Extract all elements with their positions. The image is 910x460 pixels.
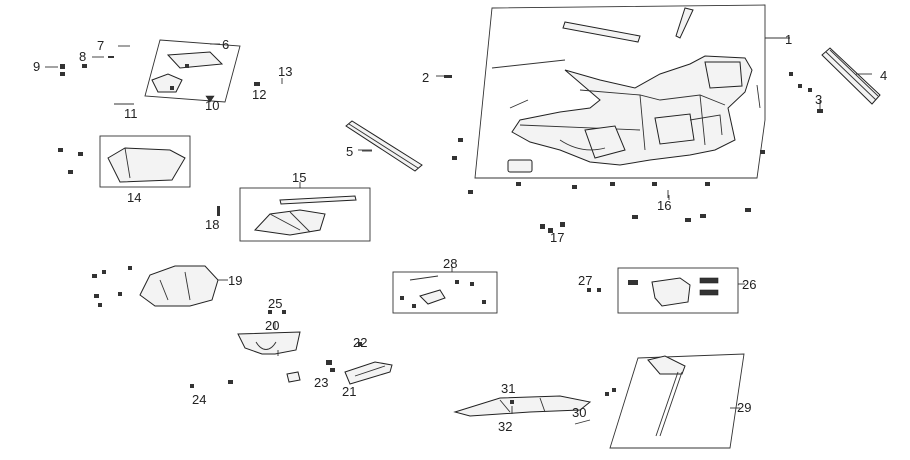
callout-31: 31 [501, 381, 515, 396]
leader-lines [45, 56, 670, 356]
callout-9: 9 [33, 59, 40, 74]
callout-19: 19 [228, 273, 242, 288]
callout-17: 17 [550, 230, 564, 245]
callout-3: 3 [815, 92, 822, 107]
callout-30: 30 [572, 405, 586, 420]
callout-5: 5 [346, 144, 353, 159]
part-28-frame [392, 271, 498, 314]
callout-15: 15 [292, 170, 306, 185]
callout-18: 18 [205, 217, 219, 232]
part-10-13 [114, 78, 283, 105]
part-29-frame [609, 353, 745, 449]
callout-21: 21 [342, 384, 356, 399]
part-14 [58, 135, 191, 188]
callout-8: 8 [79, 49, 86, 64]
part-1-frame [474, 4, 766, 179]
part-1-main-body [474, 4, 790, 179]
callout-24: 24 [192, 392, 206, 407]
callout-11: 11 [124, 106, 138, 121]
callout-6: 6 [222, 37, 229, 52]
callout-23: 23 [314, 375, 328, 390]
part-19 [92, 265, 228, 307]
part-26-27 [587, 267, 745, 314]
callout-4: 4 [880, 68, 887, 83]
part-15-frame [239, 187, 371, 242]
callout-28: 28 [443, 256, 457, 271]
part-6-group [60, 39, 241, 103]
callout-7: 7 [97, 38, 104, 53]
callout-labels: 1 2 3 4 5 6 7 8 9 10 11 12 13 14 15 16 1… [33, 32, 887, 434]
callout-29: 29 [737, 400, 751, 415]
callout-10: 10 [205, 98, 219, 113]
callout-1: 1 [785, 32, 792, 47]
part-20 [237, 322, 301, 355]
callout-13: 13 [278, 64, 292, 79]
part-14-frame [99, 135, 191, 188]
part-30-32 [453, 392, 609, 425]
callout-16: 16 [657, 198, 671, 213]
callout-32: 32 [498, 419, 512, 434]
part-26-frame [617, 267, 739, 314]
callout-26: 26 [742, 277, 756, 292]
part-2 [444, 75, 452, 78]
part-29 [609, 353, 745, 449]
part-21-25 [190, 310, 393, 388]
part-3-4 [789, 47, 881, 113]
callout-14: 14 [127, 190, 141, 205]
part-28 [392, 266, 498, 314]
part-16-17 [452, 138, 765, 233]
part-5 [345, 120, 423, 172]
part-15 [217, 182, 371, 242]
callout-2: 2 [422, 70, 429, 85]
callout-20: 20 [265, 318, 279, 333]
callout-25: 25 [268, 296, 282, 311]
callout-22: 22 [353, 335, 367, 350]
callout-12: 12 [252, 87, 266, 102]
callout-27: 27 [578, 273, 592, 288]
